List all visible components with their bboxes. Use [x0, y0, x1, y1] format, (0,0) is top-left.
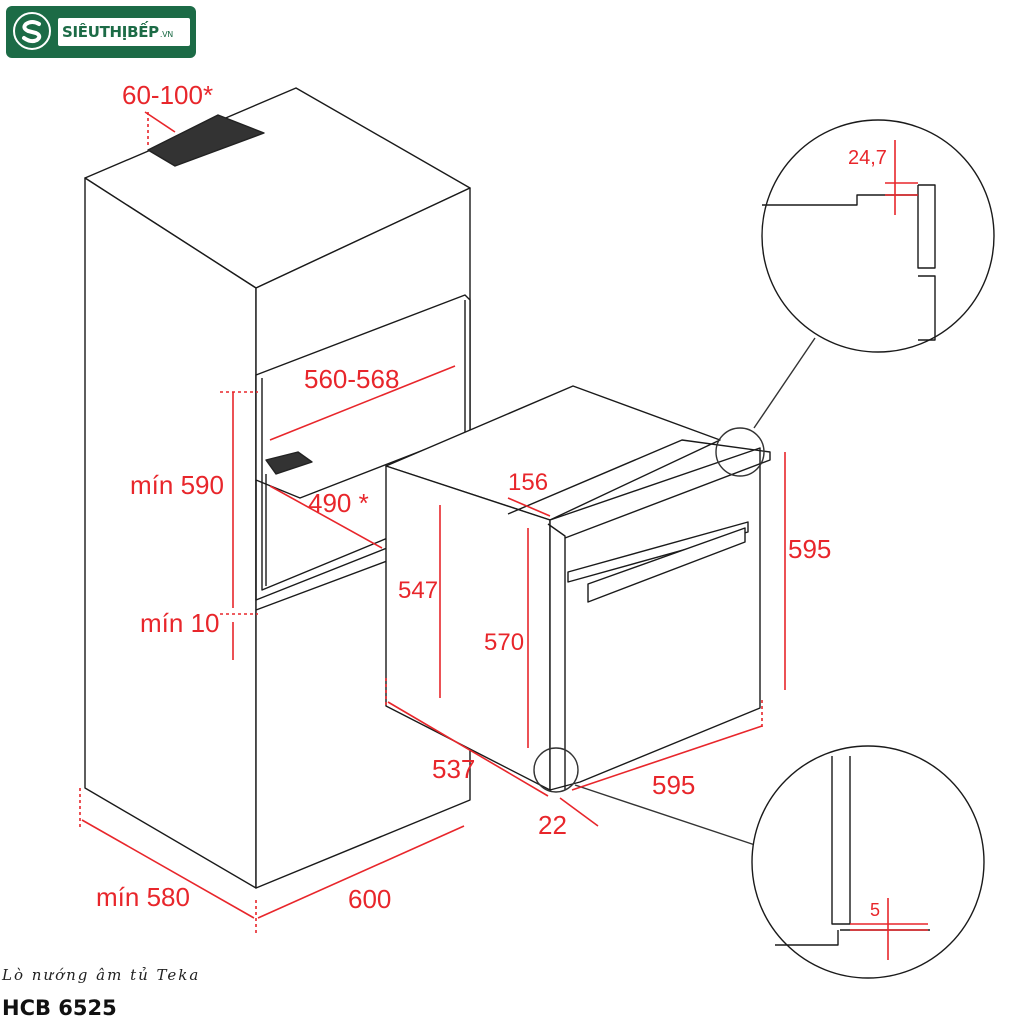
label-vent-gap: 60-100* — [122, 80, 213, 110]
logo-text-main: SIÊUTHỊBẾP — [62, 23, 159, 41]
logo-text-suffix: .VN — [159, 30, 173, 39]
detail-top-circle — [715, 119, 995, 477]
oven — [385, 385, 771, 791]
niche-floor-vent — [265, 451, 313, 475]
label-niche-depth: 490 * — [308, 488, 369, 518]
control-panel — [587, 527, 746, 603]
label-cabinet-depth: mín 580 — [96, 882, 190, 912]
label-oven-width: 595 — [652, 770, 695, 800]
label-oven-front-height: 570 — [484, 629, 524, 656]
label-oven-body-height: 547 — [398, 577, 438, 604]
label-front-thickness: 22 — [538, 810, 567, 840]
label-niche-width: 560-568 — [304, 364, 399, 394]
label-niche-height: mín 590 — [130, 470, 224, 500]
dimension-labels: 60-100* 560-568 mín 590 490 * mín 10 mín… — [96, 80, 887, 920]
oven-handle — [567, 521, 749, 583]
brand-logo[interactable]: SIÊUTHỊBẾP.VN — [6, 6, 196, 58]
logo-text: SIÊUTHỊBẾP.VN — [58, 18, 190, 46]
label-oven-depth: 537 — [432, 754, 475, 784]
label-cabinet-width: 600 — [348, 884, 391, 914]
logo-s-icon — [13, 12, 51, 50]
label-top-step: 156 — [508, 469, 548, 496]
caption-model: HCB 6525 — [2, 996, 117, 1020]
dimension-lines — [79, 111, 928, 960]
label-detail-bottom: 5 — [870, 900, 880, 920]
top-vent — [147, 114, 265, 167]
caption-product-type: Lò nướng âm tủ Teka — [2, 966, 201, 984]
label-bottom-gap: mín 10 — [140, 608, 220, 638]
label-detail-top: 24,7 — [848, 147, 887, 169]
label-oven-total-height: 595 — [788, 534, 831, 564]
